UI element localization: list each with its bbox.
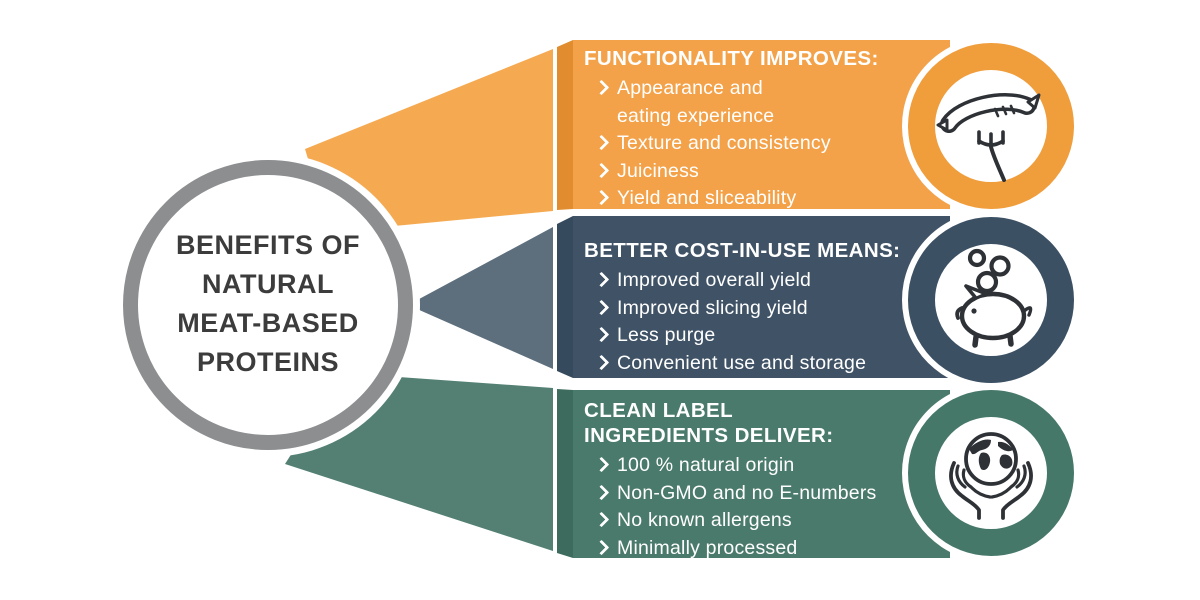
cost-in-use-fold xyxy=(557,216,573,378)
list-item-label: Juiciness xyxy=(617,159,699,182)
list-item: 100 % natural origin xyxy=(584,452,944,480)
cost-in-use-heading: BETTER COST-IN-USE MEANS: xyxy=(584,239,901,262)
list-item-label: Convenient use and storage xyxy=(617,351,867,374)
clean-label-text-block: CLEAN LABEL INGREDIENTS DELIVER: 100 % n… xyxy=(584,398,944,562)
clean-label-band xyxy=(573,390,950,558)
clean-label-fold xyxy=(557,389,573,558)
functionality-icon-badge xyxy=(902,37,1080,215)
list-item-label: Texture and consistency xyxy=(617,132,831,154)
chevron-bullet-icon xyxy=(593,162,610,178)
list-item: Yield and sliceability xyxy=(584,185,944,213)
list-item: Non-GMO and no E-numbers xyxy=(584,480,944,508)
clean-label-icon-badge xyxy=(902,384,1080,562)
clean-label-heading: CLEAN LABEL INGREDIENTS DELIVER: xyxy=(584,399,834,447)
list-item-label: Non-GMO and no E-numbers xyxy=(617,481,877,504)
cost-in-use-icon-badge xyxy=(902,211,1080,389)
sausage-fork-icon xyxy=(936,93,1041,182)
clean-label-items: 100 % natural origin Non-GMO and no E-nu… xyxy=(584,452,944,562)
chevron-bullet-icon xyxy=(593,456,610,473)
functionality-wedge xyxy=(305,49,553,232)
list-item: Texture and consistency xyxy=(584,130,944,158)
badge-ring xyxy=(908,217,1074,383)
list-item: Improved overall yield xyxy=(584,267,944,295)
cost-in-use-text-block: BETTER COST-IN-USE MEANS: Improved overa… xyxy=(584,238,944,377)
list-item-label: Improved overall yield xyxy=(617,269,812,291)
chevron-bullet-icon xyxy=(593,484,610,500)
list-item: Convenient use and storage xyxy=(584,350,944,378)
functionality-items: Appearance and eating experience Texture… xyxy=(584,75,944,213)
chevron-bullet-icon xyxy=(593,299,610,315)
chevron-bullet-icon xyxy=(593,326,610,343)
list-item: Improved slicing yield xyxy=(584,295,944,323)
list-item: No known allergens xyxy=(584,507,944,535)
hands-globe-icon xyxy=(949,432,1033,520)
cost-in-use-wedge xyxy=(408,227,553,369)
list-item: Less purge xyxy=(584,322,944,350)
chevron-bullet-icon xyxy=(593,271,610,288)
badge-ring xyxy=(908,43,1074,209)
chevron-bullet-icon xyxy=(593,79,610,96)
cost-in-use-band xyxy=(573,216,950,378)
list-item: Appearance and eating experience xyxy=(584,75,944,130)
piggy-bank-icon xyxy=(955,248,1033,348)
list-item-label: Minimally processed xyxy=(617,536,798,559)
functionality-text-block: FUNCTIONALITY IMPROVES: Appearance and e… xyxy=(584,46,944,213)
list-item-label: 100 % natural origin xyxy=(617,454,795,476)
chevron-bullet-icon xyxy=(593,189,610,206)
list-item: Minimally processed xyxy=(584,535,944,563)
list-item-label: Improved slicing yield xyxy=(617,296,808,319)
chevron-bullet-icon xyxy=(593,539,610,555)
list-item-label: Less purge xyxy=(617,324,716,346)
list-item: Juiciness xyxy=(584,158,944,186)
chevron-bullet-icon xyxy=(593,134,610,151)
functionality-heading: FUNCTIONALITY IMPROVES: xyxy=(584,47,879,70)
functionality-fold xyxy=(557,40,573,210)
functionality-band xyxy=(573,40,950,209)
list-item-label: No known allergens xyxy=(617,509,792,531)
list-item-label: Appearance and eating experience xyxy=(617,77,775,127)
list-item-label: Yield and sliceability xyxy=(617,187,797,209)
hub-ring xyxy=(123,160,413,450)
hub-title: BENEFITS OF NATURAL MEAT-BASED PROTEINS xyxy=(175,230,360,377)
cost-in-use-items: Improved overall yield Improved slicing … xyxy=(584,267,944,377)
chevron-bullet-icon xyxy=(593,511,610,528)
chevron-bullet-icon xyxy=(593,354,610,370)
badge-ring xyxy=(908,390,1074,556)
